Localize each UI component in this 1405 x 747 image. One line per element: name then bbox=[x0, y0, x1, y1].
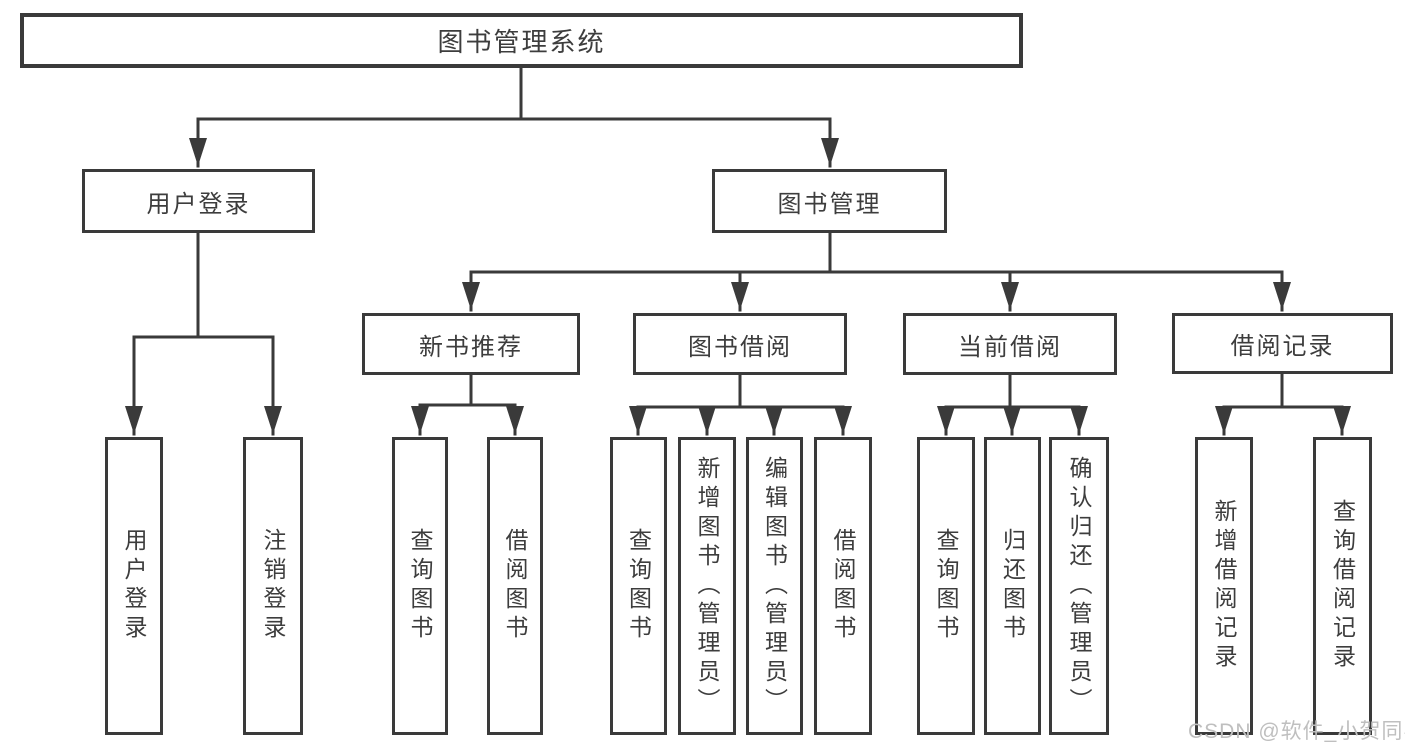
node-label: 用户登录 bbox=[121, 528, 147, 644]
node-label: 注销登录 bbox=[260, 528, 286, 644]
leaf-query-books-1: 查询图书 bbox=[392, 437, 448, 735]
leaf-confirm-return-admin: 确认归还（管理员） bbox=[1049, 437, 1109, 735]
node-label: 图书管理 bbox=[777, 190, 882, 218]
node-label: 查询图书 bbox=[407, 528, 433, 644]
leaf-edit-books-admin: 编辑图书（管理员） bbox=[746, 437, 803, 735]
leaf-logout: 注销登录 bbox=[243, 437, 303, 735]
leaf-query-books-3: 查询图书 bbox=[917, 437, 975, 735]
node-label: 借阅图书 bbox=[502, 528, 528, 644]
node-label: 查询图书 bbox=[933, 528, 959, 644]
node-label: 查询图书 bbox=[625, 528, 652, 644]
node-label: 确认归还（管理员） bbox=[1066, 455, 1092, 717]
node-label: 借阅记录 bbox=[1230, 333, 1335, 360]
leaf-query-books-2: 查询图书 bbox=[610, 437, 667, 735]
node-label: 编辑图书（管理员） bbox=[761, 455, 788, 717]
node-book-borrow: 图书借阅 bbox=[633, 313, 847, 375]
csdn-watermark: CSDN @软件_小贺同学 bbox=[1188, 720, 1405, 743]
node-user-login: 用户登录 bbox=[82, 169, 315, 233]
node-label: 归还图书 bbox=[999, 528, 1026, 644]
leaf-query-borrow-record: 查询借阅记录 bbox=[1313, 437, 1372, 735]
node-new-book-recommend: 新书推荐 bbox=[362, 313, 580, 375]
leaf-user-login: 用户登录 bbox=[105, 437, 163, 735]
leaf-borrow-books-1: 借阅图书 bbox=[487, 437, 543, 735]
node-label: 新书推荐 bbox=[419, 333, 523, 361]
node-label: 图书借阅 bbox=[688, 333, 792, 361]
node-label: 借阅图书 bbox=[830, 528, 856, 644]
node-label: 用户登录 bbox=[146, 190, 251, 218]
node-label: 查询借阅记录 bbox=[1329, 499, 1356, 673]
leaf-add-books-admin: 新增图书（管理员） bbox=[678, 437, 736, 735]
node-book-management: 图书管理 bbox=[712, 169, 947, 233]
leaf-return-books: 归还图书 bbox=[984, 437, 1041, 735]
node-library-management-system: 图书管理系统 bbox=[20, 13, 1023, 68]
node-label: 新增借阅记录 bbox=[1211, 499, 1237, 673]
node-label: 当前借阅 bbox=[958, 333, 1062, 361]
leaf-borrow-books-2: 借阅图书 bbox=[814, 437, 872, 735]
node-label: 图书管理系统 bbox=[437, 27, 606, 57]
node-label: 新增图书（管理员） bbox=[694, 455, 720, 717]
node-borrow-records: 借阅记录 bbox=[1172, 313, 1393, 374]
leaf-add-borrow-record: 新增借阅记录 bbox=[1195, 437, 1253, 735]
node-current-borrow: 当前借阅 bbox=[903, 313, 1117, 375]
